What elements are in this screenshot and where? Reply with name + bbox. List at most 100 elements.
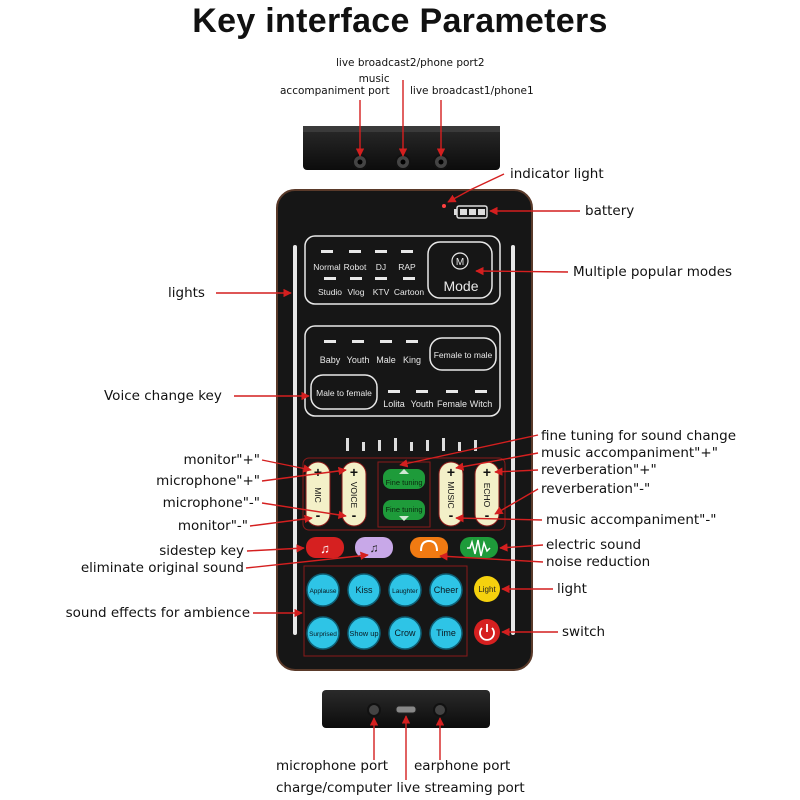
- indicator-light: [442, 204, 446, 208]
- male-to-female-label: Male to female: [316, 388, 372, 398]
- page-title: Key interface Parameters: [192, 2, 608, 40]
- mode-led: [403, 277, 415, 280]
- monitor-plus-label: monitor"+": [183, 452, 260, 468]
- electric-sound-label: electric sound: [546, 537, 642, 553]
- minus-sign: -: [352, 507, 357, 523]
- bottom-port-view: [322, 690, 490, 728]
- voice-label: Female: [437, 399, 467, 409]
- effect-button-body: [429, 616, 463, 650]
- electric-sound-key[interactable]: [460, 537, 498, 558]
- music-knob-body: [438, 461, 464, 527]
- ambience-label: sound effects for ambience: [65, 605, 250, 621]
- voice-led: [324, 340, 336, 343]
- mode-label: Normal: [313, 262, 341, 272]
- effect-button-body: [388, 616, 422, 650]
- voice-label: Baby: [320, 355, 341, 365]
- effect-button-kiss[interactable]: Kiss: [347, 573, 381, 607]
- mic-knob-label: MIC: [313, 487, 323, 503]
- eliminate-original-sound-key[interactable]: ♫: [355, 537, 393, 558]
- voice-label: Witch: [470, 399, 493, 409]
- fine-tuning-down-label: Fine tuning: [385, 505, 422, 514]
- light-label: light: [557, 581, 587, 597]
- top-port-view: [303, 126, 500, 170]
- power-icon: [479, 627, 495, 641]
- effect-button-label: Laughter: [392, 588, 418, 595]
- headset-icon: [420, 539, 438, 552]
- earphone-port-label: earphone port: [414, 758, 511, 774]
- fine-tuning-up-button[interactable]: Fine tuning: [383, 469, 425, 489]
- fine-tuning-up-label: Fine tuning: [385, 478, 422, 487]
- music-plus-label: music accompaniment"+": [541, 445, 718, 461]
- sidestep-key[interactable]: ♫: [306, 537, 344, 558]
- mode-m-icon: [451, 252, 469, 270]
- mode-label: DJ: [376, 262, 386, 272]
- effect-button-body: [347, 616, 381, 650]
- person-sing-icon: ♫: [370, 541, 379, 555]
- mic-minus-label: microphone"-": [162, 495, 260, 511]
- lights-label: lights: [168, 285, 205, 301]
- mode-led: [375, 277, 387, 280]
- reverb-minus-label: reverberation"-": [541, 481, 651, 497]
- voice-knob[interactable]: +-VOICE: [341, 461, 367, 527]
- noise-reduction-label: noise reduction: [546, 554, 651, 570]
- eliminate-label: eliminate original sound: [80, 560, 244, 576]
- effect-button-show-up[interactable]: Show up: [347, 616, 381, 650]
- charge-port-label: charge/computer live streaming port: [276, 780, 525, 796]
- effect-button-label: Crow: [394, 628, 416, 638]
- mic-knob-body: [305, 461, 331, 527]
- effect-button-cheer[interactable]: Cheer: [429, 573, 463, 607]
- mode-label: KTV: [373, 287, 390, 297]
- mode-led: [324, 277, 336, 280]
- live2-port-label: live broadcast2/phone port2: [336, 57, 485, 69]
- effect-button-label: Kiss: [355, 585, 373, 595]
- echo-knob[interactable]: +-ECHO: [474, 461, 500, 527]
- fine-tuning-down-button[interactable]: Fine tuning: [383, 500, 425, 521]
- voice-label: Youth: [411, 399, 434, 409]
- microphone-port-label: microphone port: [276, 758, 389, 774]
- effect-button-crow[interactable]: Crow: [388, 616, 422, 650]
- battery-label: battery: [585, 203, 635, 219]
- light-button[interactable]: Light: [474, 576, 500, 602]
- mode-panel: [304, 235, 501, 305]
- usb-c-port: [395, 705, 417, 714]
- effect-button-body: [347, 573, 381, 607]
- male-to-female-key: [310, 374, 378, 410]
- voice-led: [406, 340, 418, 343]
- female-to-male-label: Female to male: [434, 350, 493, 360]
- plus-sign: +: [314, 464, 322, 480]
- music-knob-label: MUSIC: [446, 481, 456, 508]
- mode-button: [427, 241, 493, 299]
- effect-button-applause[interactable]: Applause: [306, 573, 340, 607]
- music-knob[interactable]: +-MUSIC: [438, 461, 464, 527]
- mode-label: RAP: [398, 262, 416, 272]
- voice-label: Male: [376, 355, 396, 365]
- mic-plus-label: microphone"+": [156, 473, 260, 489]
- music-note-icon: ♫: [320, 541, 330, 556]
- mode-button-label: Mode: [443, 278, 478, 294]
- effect-button-laughter[interactable]: Laughter: [388, 573, 422, 607]
- mode-label: Vlog: [347, 287, 364, 297]
- effect-button-time[interactable]: Time: [429, 616, 463, 650]
- voice-label: Lolita: [383, 399, 405, 409]
- voice-change-key-label: Voice change key: [104, 388, 222, 404]
- voice-led: [475, 390, 487, 393]
- minus-sign: -: [449, 507, 454, 523]
- echo-knob-label: ECHO: [482, 483, 492, 508]
- noise-reduction-key[interactable]: [410, 537, 448, 558]
- mic-knob[interactable]: +-MIC: [305, 461, 331, 527]
- live1-port-label: live broadcast1/phone1: [410, 85, 534, 97]
- music-port-label: music accompaniment port: [280, 73, 390, 97]
- mode-led: [350, 277, 362, 280]
- battery-icon: [454, 205, 488, 219]
- sidestep-label: sidestep key: [159, 543, 244, 559]
- effects-panel: [303, 565, 468, 657]
- effect-button-body: [429, 573, 463, 607]
- power-switch-button[interactable]: [474, 619, 500, 645]
- effect-button-surprised[interactable]: Surprised: [306, 616, 340, 650]
